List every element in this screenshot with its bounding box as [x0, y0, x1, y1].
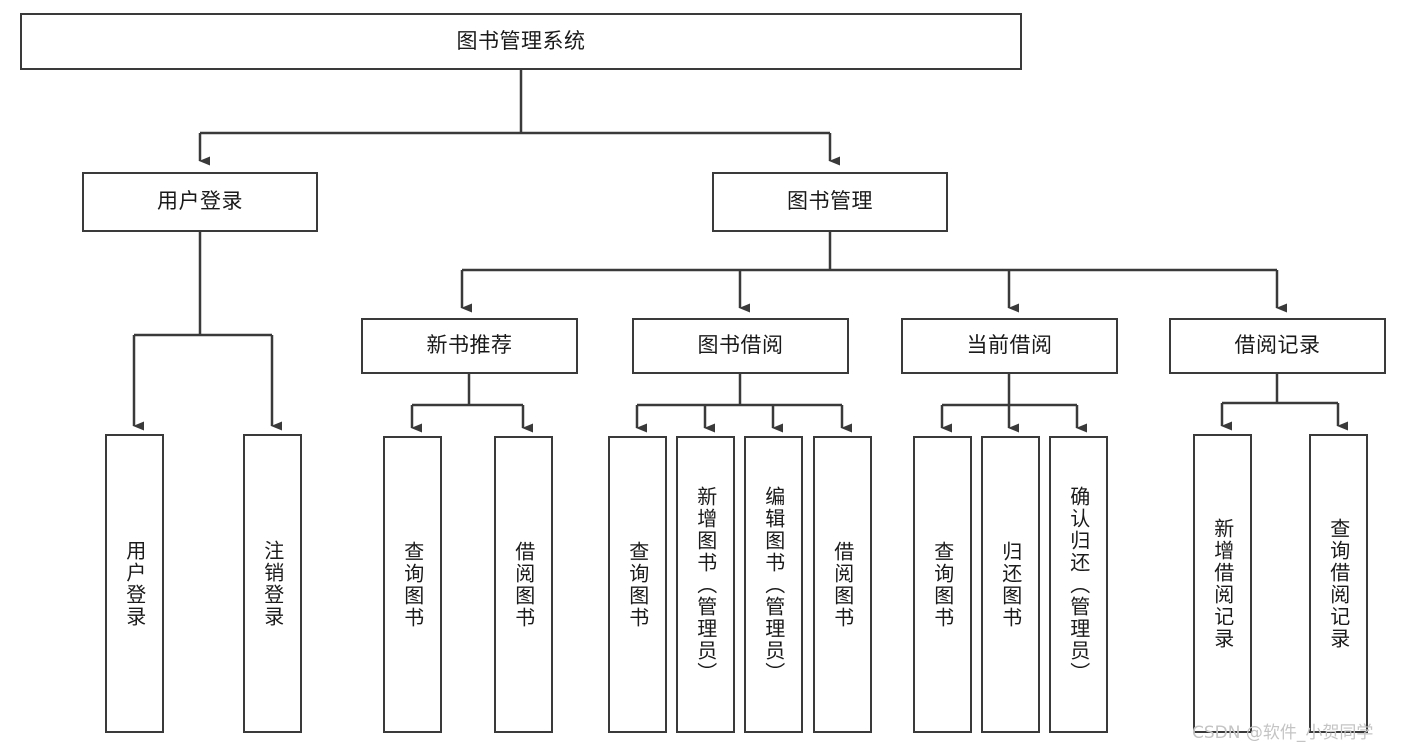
node-book-borrow[interactable]: 图书借阅	[632, 318, 849, 374]
node-label-leaf-query-book-3: 查询图书	[930, 540, 955, 629]
node-leaf-borrow-book-1[interactable]: 借阅图书	[494, 436, 553, 733]
node-label-borrow-record: 借阅记录	[1234, 333, 1321, 358]
node-leaf-confirm-return[interactable]: 确认归还（管理员）	[1049, 436, 1108, 733]
node-label-leaf-confirm-return: 确认归还（管理员）	[1066, 485, 1091, 684]
node-label-leaf-add-record: 新增借阅记录	[1210, 517, 1235, 650]
node-leaf-user-login[interactable]: 用户登录	[105, 434, 164, 733]
node-label-leaf-query-book-2: 查询图书	[625, 540, 650, 629]
node-leaf-return-book[interactable]: 归还图书	[981, 436, 1040, 733]
node-leaf-logout-login[interactable]: 注销登录	[243, 434, 302, 733]
node-label-leaf-return-book: 归还图书	[998, 540, 1023, 629]
node-label-leaf-add-book: 新增图书（管理员）	[693, 485, 718, 684]
node-system-root[interactable]: 图书管理系统	[20, 13, 1022, 70]
node-label-leaf-edit-book: 编辑图书（管理员）	[761, 485, 786, 684]
node-leaf-add-book[interactable]: 新增图书（管理员）	[676, 436, 735, 733]
node-leaf-query-book-2[interactable]: 查询图书	[608, 436, 667, 733]
node-label-system-root: 图书管理系统	[456, 28, 586, 53]
node-label-book-borrow: 图书借阅	[697, 333, 784, 358]
node-user-login[interactable]: 用户登录	[82, 172, 318, 232]
node-label-leaf-query-record: 查询借阅记录	[1326, 517, 1351, 650]
node-label-leaf-user-login: 用户登录	[122, 539, 147, 628]
node-leaf-edit-book[interactable]: 编辑图书（管理员）	[744, 436, 803, 733]
node-label-new-book-recommend: 新书推荐	[426, 333, 513, 358]
node-leaf-query-book-3[interactable]: 查询图书	[913, 436, 972, 733]
node-leaf-query-record[interactable]: 查询借阅记录	[1309, 434, 1368, 733]
node-leaf-add-record[interactable]: 新增借阅记录	[1193, 434, 1252, 733]
node-leaf-borrow-book-2[interactable]: 借阅图书	[813, 436, 872, 733]
node-borrow-record[interactable]: 借阅记录	[1169, 318, 1386, 374]
node-label-leaf-logout-login: 注销登录	[260, 539, 285, 628]
node-new-book-recommend[interactable]: 新书推荐	[361, 318, 578, 374]
node-label-book-management: 图书管理	[787, 189, 873, 214]
node-label-leaf-borrow-book-1: 借阅图书	[511, 540, 536, 629]
node-label-leaf-borrow-book-2: 借阅图书	[830, 540, 855, 629]
node-current-borrow[interactable]: 当前借阅	[901, 318, 1118, 374]
node-label-user-login: 用户登录	[157, 189, 243, 214]
node-book-management[interactable]: 图书管理	[712, 172, 948, 232]
node-label-current-borrow: 当前借阅	[966, 333, 1053, 358]
node-leaf-query-book-1[interactable]: 查询图书	[383, 436, 442, 733]
node-label-leaf-query-book-1: 查询图书	[400, 540, 425, 629]
